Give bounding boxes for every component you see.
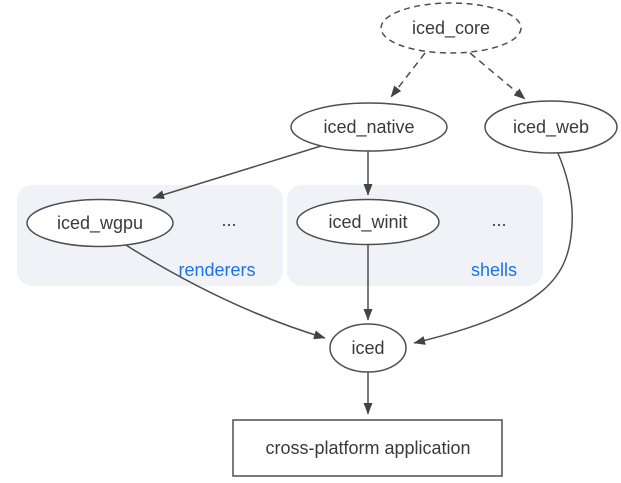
iced-label: iced [351,338,385,358]
iced-node-ellipse [329,323,407,373]
iced-wgpu-node-ellipse [26,198,174,248]
edge-core-to-native [390,52,426,98]
renderers-group-label: renderers [178,260,256,280]
edge-core-to-web [469,52,526,100]
edge-web-to-iced [413,150,573,345]
application-node-rect [232,419,503,477]
shells-group-label: shells [470,260,518,280]
iced-winit-node-ellipse [296,198,440,246]
shells-ellipsis: ... [491,210,507,230]
iced-web-node-ellipse [484,100,618,154]
iced-winit-label: iced_winit [328,212,408,232]
edge-wgpu-to-iced [120,241,326,340]
iced-core-node-ellipse [380,2,522,54]
iced-native-label: iced_native [323,117,415,137]
iced-web-label: iced_web [512,117,590,137]
application-label: cross-platform application [265,438,471,458]
renderers-ellipsis: ... [221,210,237,230]
edge-native-to-wgpu [152,145,322,200]
iced-wgpu-label: iced_wgpu [56,213,144,233]
iced-core-label: iced_core [411,18,491,38]
iced-native-node-ellipse [290,102,448,152]
